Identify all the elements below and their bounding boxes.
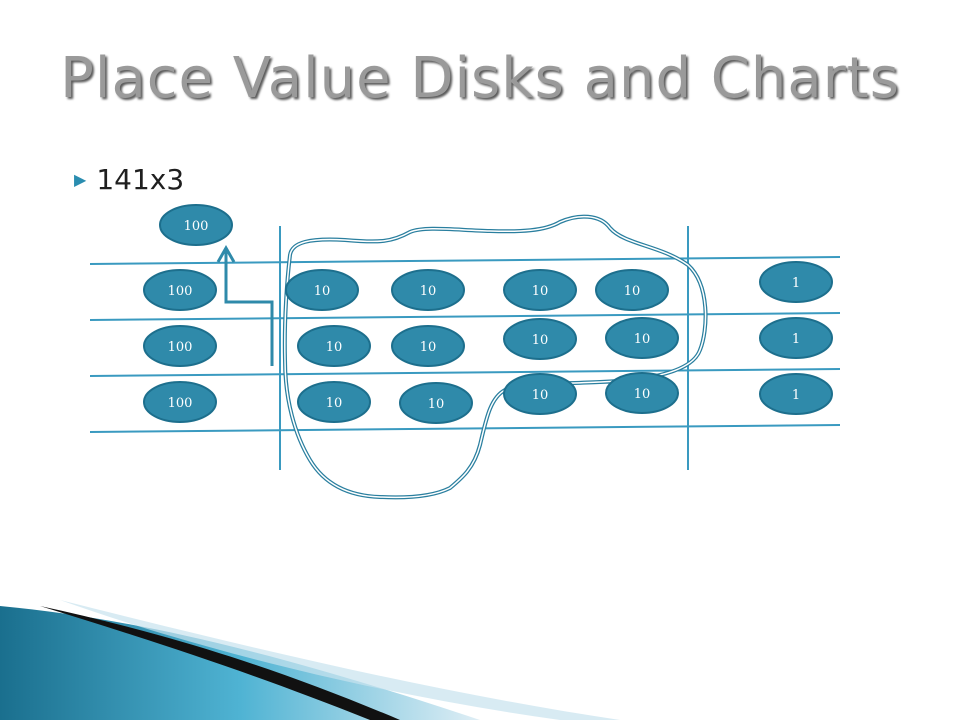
disk-label: 1 bbox=[792, 276, 800, 291]
disk-shape bbox=[297, 381, 371, 423]
disk-10: 10 bbox=[285, 269, 359, 311]
disk-shape bbox=[605, 372, 679, 414]
disk-label: 10 bbox=[420, 284, 437, 299]
disk-10: 10 bbox=[605, 317, 679, 359]
disk-10: 10 bbox=[391, 325, 465, 367]
disk-shape bbox=[285, 269, 359, 311]
disk-10: 10 bbox=[399, 382, 473, 424]
disk-shape bbox=[503, 318, 577, 360]
disk-100: 100 bbox=[143, 325, 217, 367]
disk-1: 1 bbox=[759, 373, 833, 415]
disk-label: 10 bbox=[624, 284, 641, 299]
disk-shape bbox=[391, 325, 465, 367]
disk-label: 10 bbox=[420, 340, 437, 355]
disk-label: 10 bbox=[326, 340, 343, 355]
disk-label: 10 bbox=[314, 284, 331, 299]
disk-label: 1 bbox=[792, 332, 800, 347]
slide-title: Place Value Disks and Charts bbox=[60, 46, 900, 111]
row-lines bbox=[89, 256, 841, 433]
disk-label: 10 bbox=[634, 332, 651, 347]
disk-10: 10 bbox=[297, 325, 371, 367]
disk-shape bbox=[503, 373, 577, 415]
disk-label: 10 bbox=[326, 396, 343, 411]
disk-label: 100 bbox=[168, 284, 193, 299]
disk-100: 100 bbox=[143, 381, 217, 423]
disk-1: 1 bbox=[759, 261, 833, 303]
disk-label: 10 bbox=[532, 388, 549, 403]
triangle-bullet-icon: ▶ bbox=[74, 170, 87, 189]
disk-shape bbox=[759, 261, 833, 303]
disk-10: 10 bbox=[503, 373, 577, 415]
disk-1: 1 bbox=[759, 317, 833, 359]
disk-label: 10 bbox=[532, 284, 549, 299]
disk-shape bbox=[391, 269, 465, 311]
disk-label: 10 bbox=[428, 397, 445, 412]
disk-10: 10 bbox=[605, 372, 679, 414]
disk-shape bbox=[159, 204, 233, 246]
bullet-item: ▶ 141x3 bbox=[74, 163, 184, 196]
disk-shape bbox=[143, 325, 217, 367]
disk-shape bbox=[143, 381, 217, 423]
disks: 100 100 100 100 10 10 10 10 10 10 10 10 10 10 10 10 1 1 1 bbox=[143, 204, 833, 424]
disk-label: 10 bbox=[634, 387, 651, 402]
disk-shape bbox=[503, 269, 577, 311]
regroup-arrow-icon bbox=[216, 244, 274, 366]
disk-shape bbox=[297, 325, 371, 367]
disk-10: 10 bbox=[595, 269, 669, 311]
disk-shape bbox=[595, 269, 669, 311]
disk-shape bbox=[399, 382, 473, 424]
row-line bbox=[89, 256, 841, 265]
disk-100: 100 bbox=[143, 269, 217, 311]
row-line bbox=[89, 424, 841, 433]
row-line bbox=[89, 368, 841, 377]
disk-shape bbox=[143, 269, 217, 311]
disk-shape bbox=[605, 317, 679, 359]
disk-shape bbox=[759, 317, 833, 359]
disk-shape bbox=[759, 373, 833, 415]
disk-10: 10 bbox=[503, 318, 577, 360]
disk-label: 10 bbox=[532, 333, 549, 348]
row-line bbox=[89, 312, 841, 321]
disk-10: 10 bbox=[503, 269, 577, 311]
disk-100: 100 bbox=[159, 204, 233, 246]
disk-label: 100 bbox=[168, 340, 193, 355]
bullet-text: 141x3 bbox=[96, 163, 185, 196]
disk-label: 100 bbox=[184, 219, 209, 234]
disk-label: 100 bbox=[168, 396, 193, 411]
disk-label: 1 bbox=[792, 388, 800, 403]
disk-10: 10 bbox=[391, 269, 465, 311]
disk-10: 10 bbox=[297, 381, 371, 423]
